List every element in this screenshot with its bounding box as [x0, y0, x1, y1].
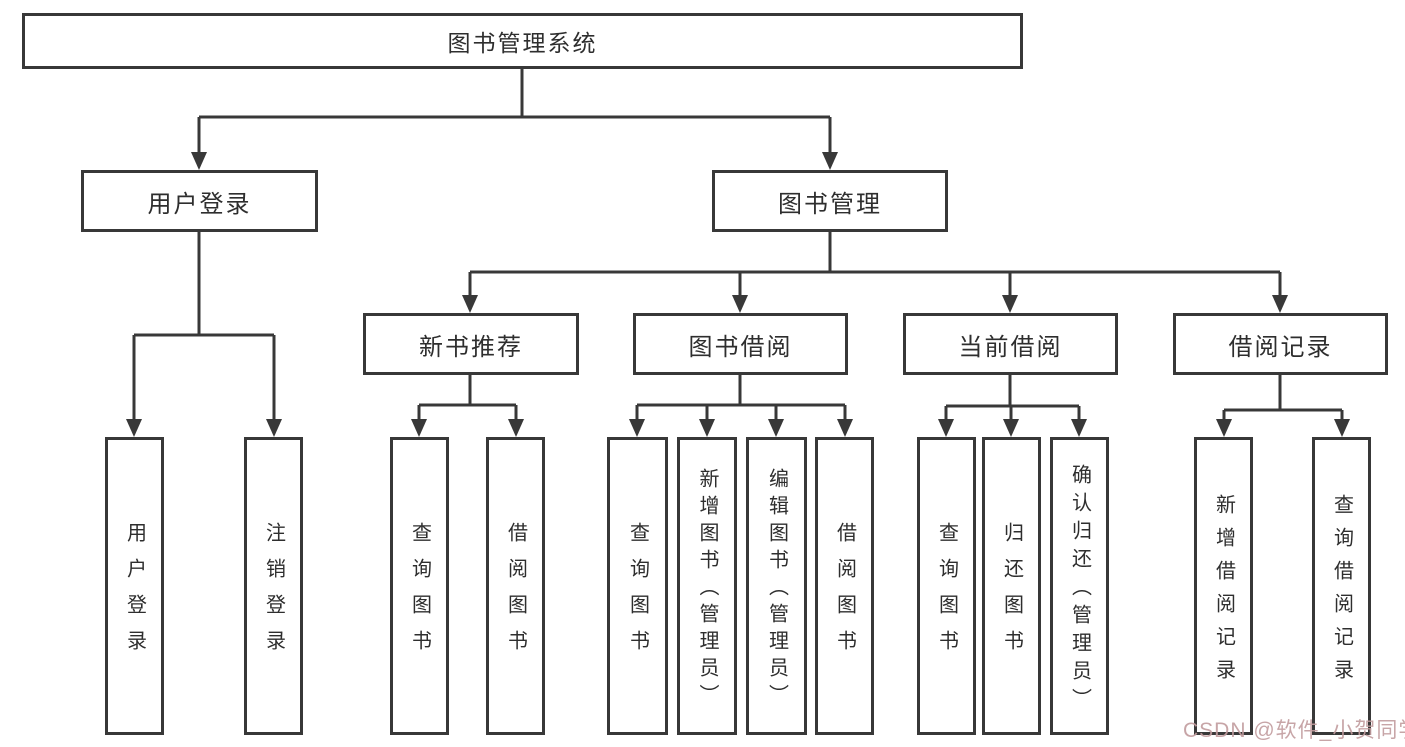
leaf-query-borrow-record: 查询借阅记录 — [1312, 437, 1371, 735]
node-current-borrowing: 当前借阅 — [903, 313, 1118, 375]
arrow-down-icon — [1002, 295, 1018, 313]
node-book-management: 图书管理 — [712, 170, 948, 232]
leaf-label: 新增图书（管理员） — [696, 468, 718, 711]
leaf-query-books: 查询图书 — [390, 437, 449, 735]
arrow-down-icon — [822, 152, 838, 170]
leaf-label: 用户登录 — [123, 522, 146, 666]
node-book-borrowing: 图书借阅 — [633, 313, 848, 375]
leaf-label: 编辑图书（管理员） — [765, 468, 788, 711]
arrow-down-icon — [699, 419, 715, 437]
arrow-down-icon — [1003, 419, 1019, 437]
arrow-down-icon — [1334, 419, 1350, 437]
leaf-label: 新增借阅记录 — [1212, 493, 1235, 692]
arrow-down-icon — [191, 152, 207, 170]
leaf-label: 归还图书 — [1000, 522, 1023, 666]
leaf-label: 查询图书 — [408, 522, 431, 666]
arrow-down-icon — [462, 295, 478, 313]
node-new-book-recommend: 新书推荐 — [363, 313, 579, 375]
leaf-label: 查询图书 — [626, 522, 649, 666]
arrow-down-icon — [732, 295, 748, 313]
arrow-down-icon — [266, 419, 282, 437]
node-borrow-records: 借阅记录 — [1173, 313, 1388, 375]
leaf-logout: 注销登录 — [244, 437, 303, 735]
leaf-query-books: 查询图书 — [917, 437, 976, 735]
arrow-down-icon — [508, 419, 524, 437]
arrow-down-icon — [938, 419, 954, 437]
arrow-down-icon — [411, 419, 427, 437]
node-user-login: 用户登录 — [81, 170, 318, 232]
leaf-user-login: 用户登录 — [105, 437, 164, 735]
leaf-label: 确认归还（管理员） — [1068, 464, 1091, 716]
arrow-down-icon — [768, 419, 784, 437]
leaf-return-books: 归还图书 — [982, 437, 1041, 735]
arrow-down-icon — [837, 419, 853, 437]
leaf-borrow-books: 借阅图书 — [486, 437, 545, 735]
leaf-label: 借阅图书 — [504, 522, 527, 666]
leaf-label: 查询借阅记录 — [1330, 493, 1353, 692]
arrow-down-icon — [126, 419, 142, 437]
leaf-label: 查询图书 — [935, 522, 958, 666]
leaf-query-books: 查询图书 — [607, 437, 668, 735]
leaf-add-books-admin: 新增图书（管理员） — [677, 437, 737, 735]
leaf-add-borrow-record: 新增借阅记录 — [1194, 437, 1253, 735]
leaf-borrow-books: 借阅图书 — [815, 437, 874, 735]
arrow-down-icon — [1071, 419, 1087, 437]
leaf-label: 注销登录 — [262, 522, 285, 666]
arrow-down-icon — [629, 419, 645, 437]
csdn-watermark: CSDN @软件_小贺同学 — [1183, 719, 1405, 742]
node-library-management-system: 图书管理系统 — [22, 13, 1023, 69]
arrow-down-icon — [1272, 295, 1288, 313]
leaf-confirm-return-admin: 确认归还（管理员） — [1050, 437, 1109, 735]
leaf-edit-books-admin: 编辑图书（管理员） — [746, 437, 807, 735]
arrow-down-icon — [1216, 419, 1232, 437]
leaf-label: 借阅图书 — [833, 522, 856, 666]
